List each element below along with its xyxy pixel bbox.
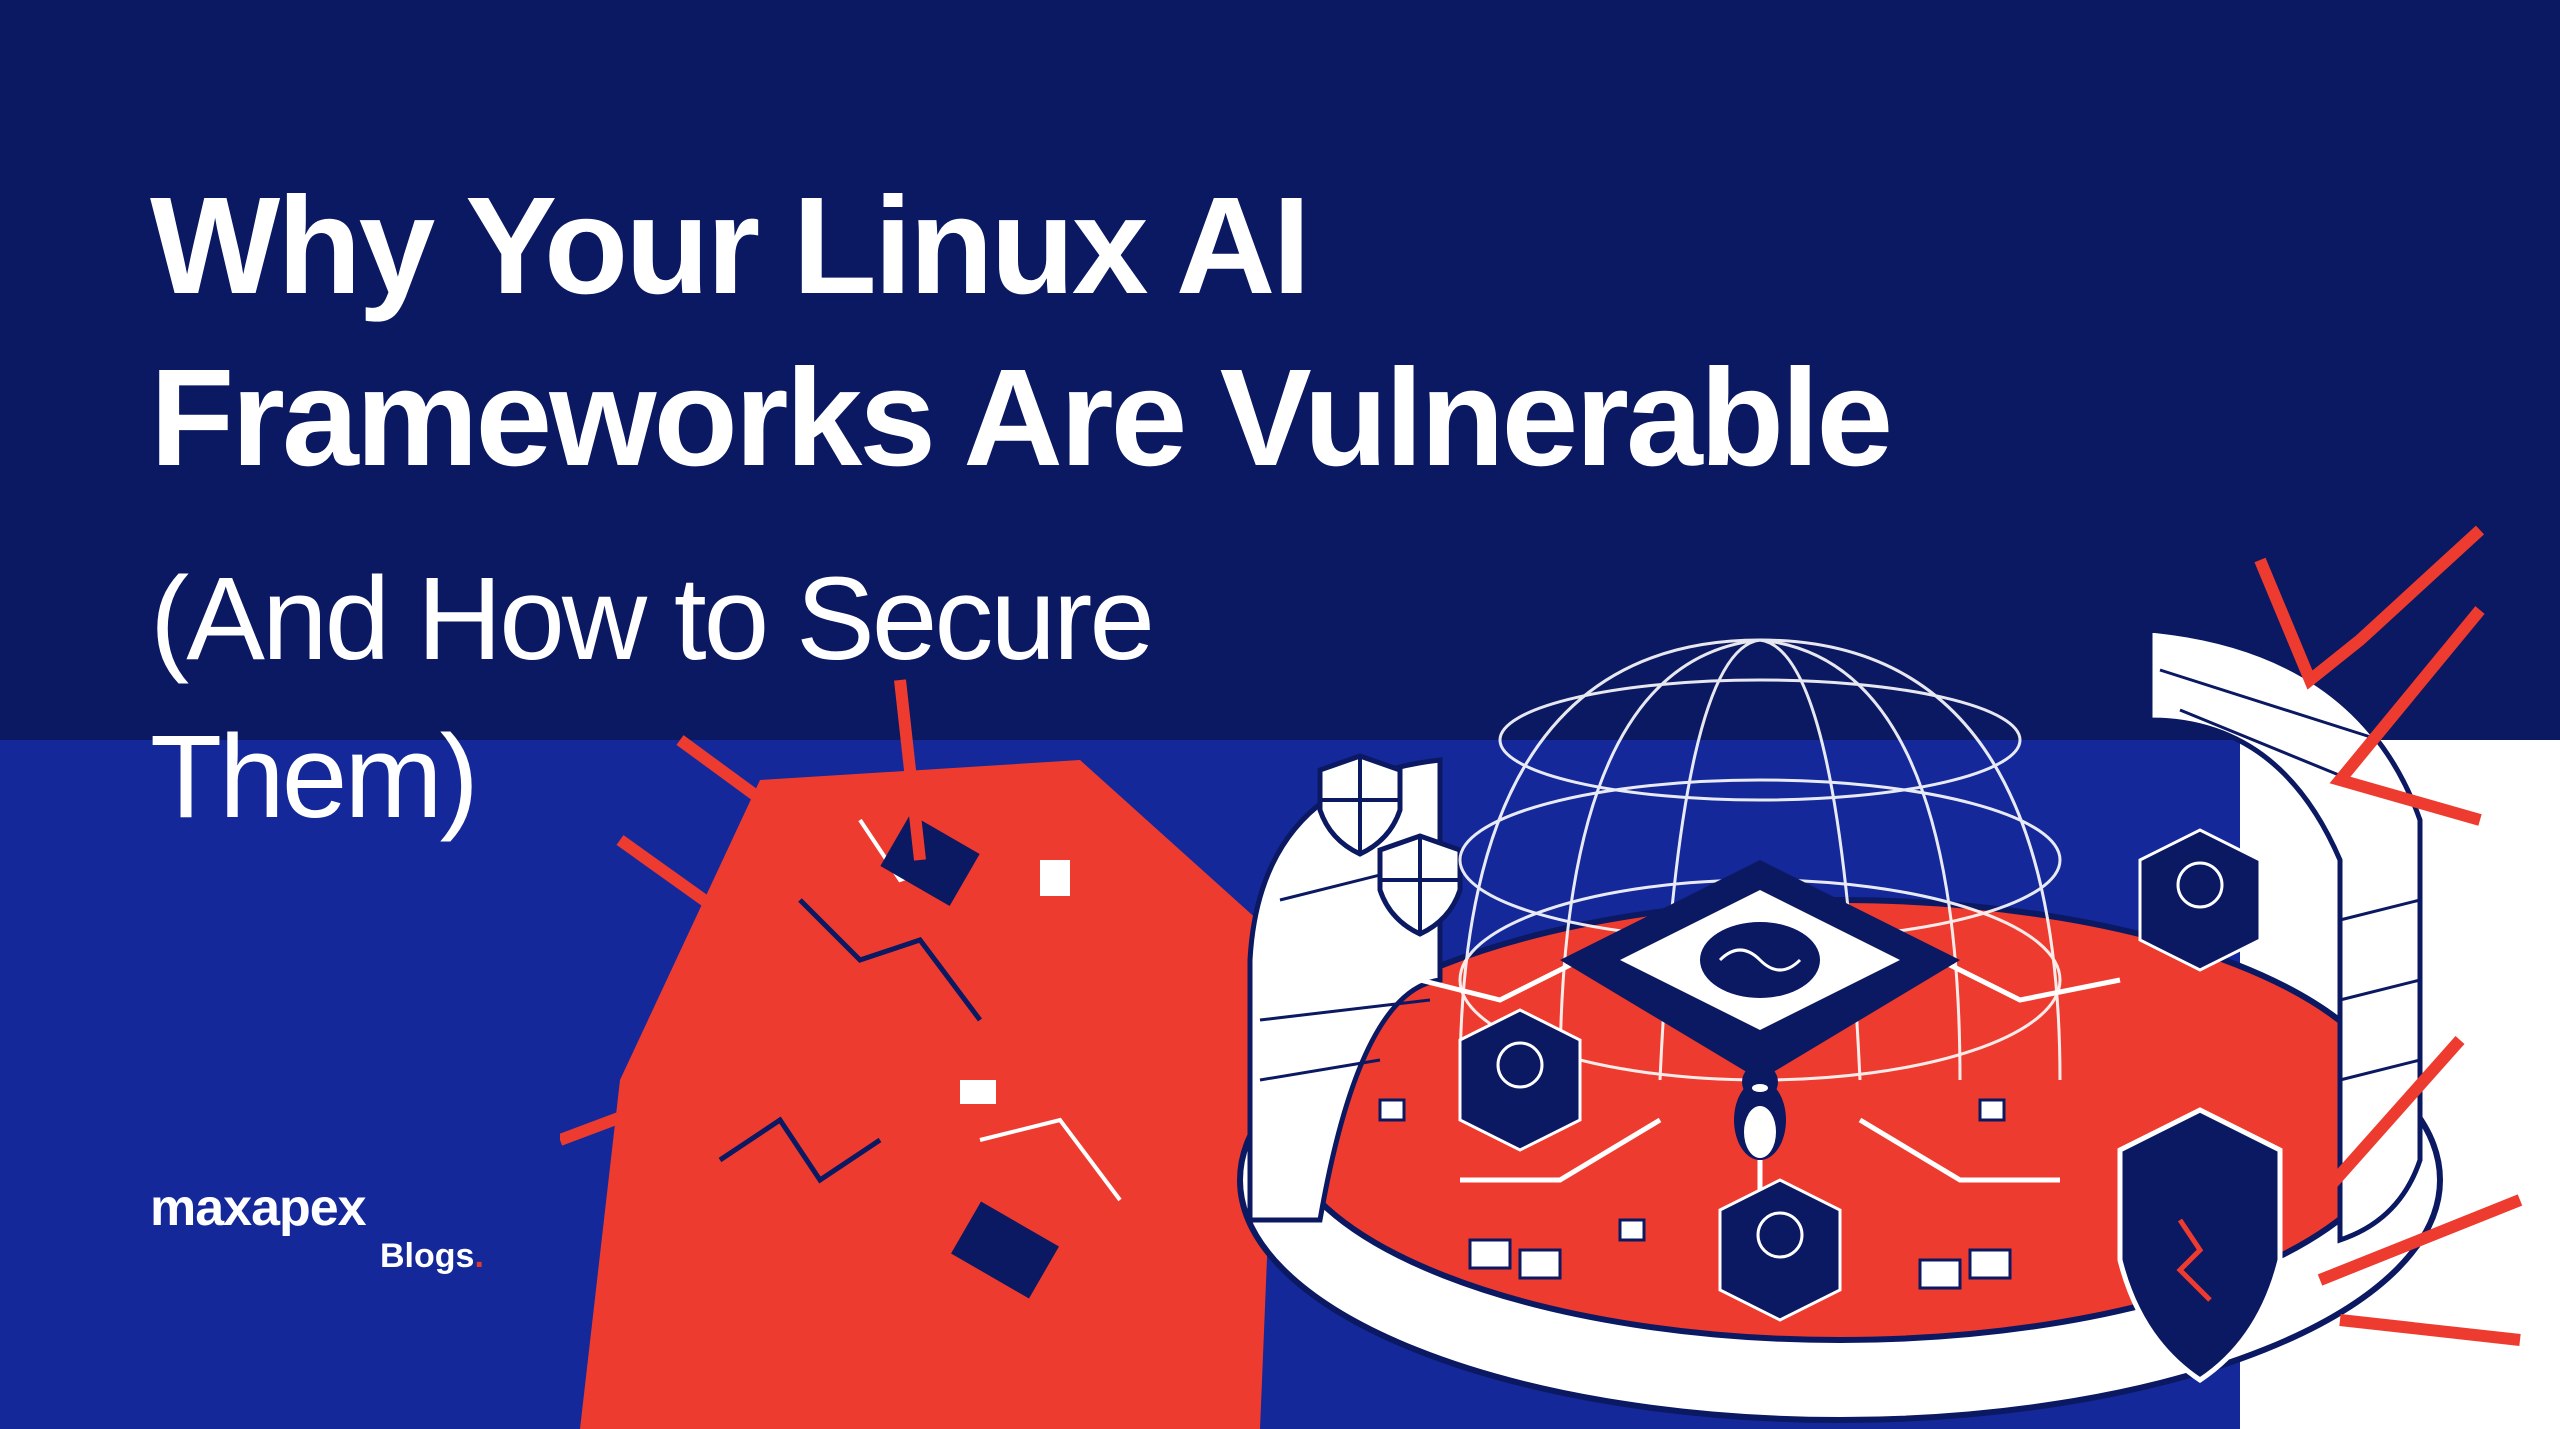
security-illustration (560, 525, 2523, 1429)
brand-name: maxapex (150, 1179, 367, 1237)
brand-dot: . (474, 1237, 484, 1275)
globe-key-nodes (1458, 828, 2262, 1322)
brand-section: Blogs. (380, 1236, 484, 1276)
brand-logo: maxapex Blogs. (150, 1180, 484, 1276)
title-line-2: Frameworks Are Vulnerable (150, 341, 1893, 495)
padlock-icons (1378, 1098, 2006, 1242)
linux-penguin-icon (1734, 1064, 1786, 1160)
background-top (0, 0, 2560, 740)
title-line-1: Why Your Linux AI (150, 169, 1311, 323)
mail-envelopes (1468, 1238, 2012, 1290)
cracked-circuit-board (580, 760, 1280, 1429)
shield-icon-right (2117, 1107, 2283, 1384)
attack-arrows-right (2254, 525, 2523, 1346)
page-title: Why Your Linux AI Frameworks Are Vulnera… (150, 160, 1893, 504)
ai-chip (1560, 860, 1960, 1080)
attack-arrows-left (560, 679, 926, 1146)
brand-section-label: Blogs (380, 1237, 475, 1275)
shield-badges (1317, 753, 1463, 937)
page-subtitle: (And How to Secure Them) (150, 553, 1155, 843)
